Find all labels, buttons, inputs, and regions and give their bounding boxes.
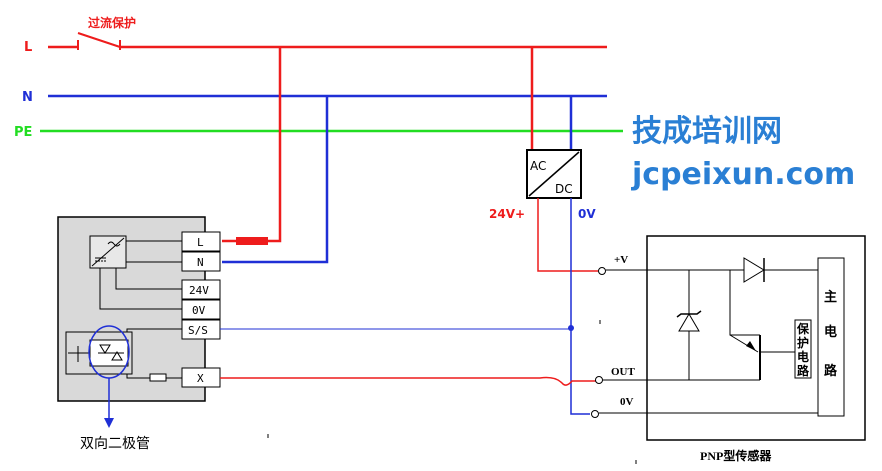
psu-plus-label: 24V+ bbox=[489, 207, 525, 221]
terminal-0v: 0V bbox=[192, 304, 206, 317]
sensor-title: PNP型传感器 bbox=[700, 448, 772, 463]
terminal-l: L bbox=[197, 236, 204, 249]
protection-char-2: 护 bbox=[797, 335, 809, 350]
line-n-label: N bbox=[22, 90, 33, 105]
protection-circuit-box bbox=[794, 319, 812, 379]
wire-24v-plus bbox=[537, 198, 598, 272]
brand-url: jcpeixun.com bbox=[631, 157, 855, 192]
breaker-icon bbox=[77, 40, 121, 50]
protection-char-3: 电 bbox=[797, 349, 809, 364]
line-l-label: L bbox=[24, 40, 32, 55]
overcurrent-label: 过流保护 bbox=[88, 15, 136, 30]
main-circuit-char-3: 路 bbox=[824, 363, 838, 379]
main-circuit-char-2: 电 bbox=[824, 324, 837, 340]
transistor-icon bbox=[729, 334, 795, 380]
protection-char-1: 保 bbox=[796, 321, 810, 336]
protection-char-4: 路 bbox=[797, 363, 810, 378]
terminal-ss: S/S bbox=[188, 324, 208, 337]
terminal-strip: L N 24V 0V S/S X bbox=[181, 231, 221, 388]
ac-dc-power-supply: AC DC bbox=[526, 149, 582, 199]
terminal-n: N bbox=[197, 256, 204, 269]
psu-ac-label: AC bbox=[530, 159, 546, 173]
sensor-pin-plus: +V bbox=[614, 254, 628, 266]
terminal-24v: 24V bbox=[189, 284, 209, 297]
diode-caption: 双向二极管 bbox=[80, 436, 150, 452]
controller-box: L N 24V 0V S/S X bbox=[57, 216, 221, 402]
psu-dc-label: DC bbox=[555, 182, 573, 196]
main-circuit-char-1: 主 bbox=[824, 289, 837, 305]
diode-icon bbox=[743, 257, 765, 283]
line-pe-label: PE bbox=[14, 125, 32, 140]
pnp-sensor: +V OUT 0V bbox=[267, 235, 866, 464]
sensor-pin-out: OUT bbox=[611, 366, 636, 378]
zener-diode-icon bbox=[676, 310, 702, 332]
psu-supply-wires bbox=[530, 47, 573, 150]
main-circuit-box bbox=[817, 257, 845, 417]
arrow-head-icon bbox=[104, 418, 114, 428]
psu-zero-label: 0V bbox=[578, 207, 596, 221]
junction-dot bbox=[568, 325, 574, 331]
optocoupler-icon bbox=[65, 331, 133, 375]
sensor-pin-zero: 0V bbox=[620, 396, 634, 408]
converter-icon bbox=[89, 235, 127, 269]
line-l bbox=[48, 32, 607, 49]
wire-0v bbox=[570, 198, 590, 415]
brand-name: 技成培训网 bbox=[632, 114, 782, 149]
terminal-x: X bbox=[197, 372, 204, 385]
controller-supply-wires bbox=[222, 47, 329, 264]
wire-x-to-out bbox=[220, 376, 598, 386]
